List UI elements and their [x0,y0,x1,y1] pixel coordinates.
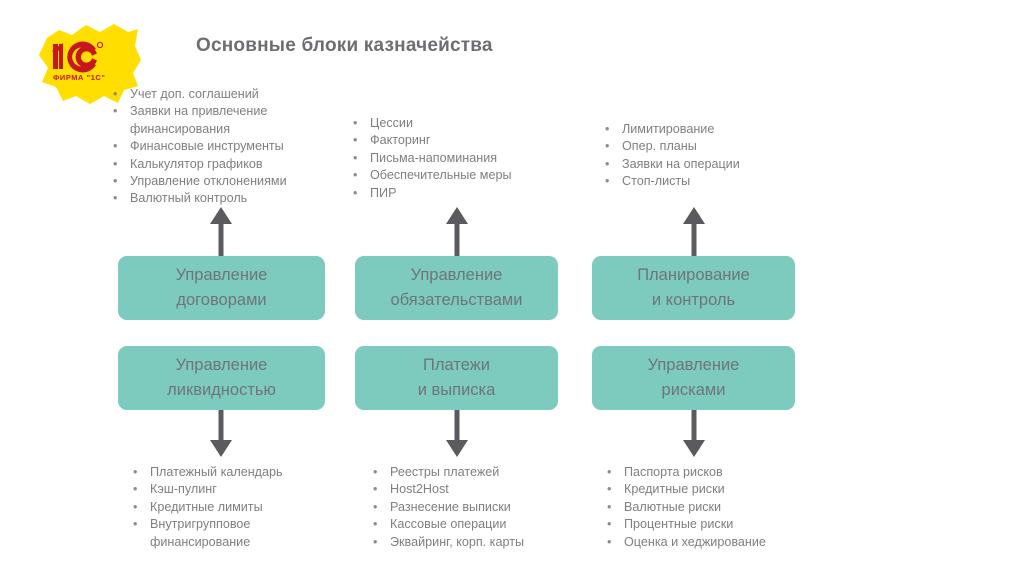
block-line-1: Управление [175,356,268,374]
bullet-dot: • [133,499,138,514]
bullet-dot: • [113,104,118,119]
arrow-up-contracts [208,207,234,259]
block-line-1: Управление [647,356,740,374]
block-line-1: Управление [175,266,268,284]
bullet-dot: • [373,465,378,479]
list-item: • Реестры платежей [368,464,613,481]
bullet-dot: • [353,133,358,148]
block-line-2: договорами [176,291,267,309]
arrow-down-risks [681,405,707,457]
bullet-dot: • [373,517,378,532]
list-item: • Host2Host [368,481,613,498]
list-item: • Кэш-пулинг [128,481,373,498]
list-item: • Валютные риски [602,499,862,516]
list-item: • Финансовые инструменты [108,138,348,155]
bullet-dot: • [113,191,118,206]
bullet-dot: • [607,517,612,532]
list-item: • Лимитирование [600,121,850,138]
bullet-dot: • [605,156,610,171]
block-obligation-management[interactable]: Управление обязательствами [355,256,558,320]
bullet-dot: • [607,482,612,497]
bullet-dot: • [113,156,118,171]
list-item: • Заявки на привлечение финансирования [113,104,268,136]
block-line-2: ликвидностью [167,381,276,399]
bullet-dot: • [353,116,358,130]
block-line-1: Управление [410,266,503,284]
top-bullets-obligations: • Цессии • Факторинг • Письма-напоминани… [348,115,588,202]
bullet-dot: • [605,139,610,154]
block-contract-management[interactable]: Управление договорами [118,256,325,320]
bullet-dot: • [113,87,118,101]
list-item: • Обеспечительные меры [348,167,588,184]
list-item: • Калькулятор графиков [108,156,348,173]
block-line-1: Планирование [637,266,750,284]
block-line-2: рисками [661,381,726,399]
list-item: • ПИР [348,185,588,202]
block-payments-and-statements[interactable]: Платежи и выписка [355,346,558,410]
list-item: • Факторинг [348,132,588,149]
arrow-up-obligations [444,207,470,259]
1c-logo: ФИРМА "1С" [34,16,146,108]
bullet-dot: • [373,499,378,514]
list-item: • Управление отклонениями [108,173,348,190]
bullet-dot: • [607,499,612,514]
bullet-dot: • [373,482,378,497]
arrow-up-planning [681,207,707,259]
block-line-2: обязательствами [390,291,523,309]
list-item: • Внутригрупповое финансирование [133,517,251,549]
list-item: • Разнесение выписки [368,499,613,516]
bullet-dot: • [607,465,612,479]
bullet-dot: • [605,122,610,136]
list-item: • Цессии [348,115,588,132]
list-item: • Учет доп. соглашений [108,86,348,103]
block-liquidity-management[interactable]: Управление ликвидностью [118,346,325,410]
list-item: • Процентные риски [602,516,862,533]
list-item: • Опер. планы [600,138,850,155]
block-risk-management[interactable]: Управление рисками [592,346,795,410]
list-item: • Платежный календарь [128,464,373,481]
bullet-dot: • [133,517,138,532]
list-item: • Письма-напоминания [348,150,588,167]
bullet-dot: • [113,139,118,154]
bottom-bullets-risks: • Паспорта рисков • Кредитные риски • Ва… [602,464,862,551]
list-item: • Стоп-листы [600,173,850,190]
top-bullets-planning: • Лимитирование • Опер. планы • Заявки н… [600,121,850,191]
arrow-down-liquidity [208,405,234,457]
top-bullets-contracts: • Учет доп. соглашений • Заявки на привл… [108,86,348,208]
bullet-dot: • [373,534,378,549]
block-planning-and-control[interactable]: Планирование и контроль [592,256,795,320]
list-item: • Валютный контроль [108,190,348,207]
block-line-2: и выписка [417,381,496,399]
block-line-2: и контроль [651,291,736,309]
bullet-dot: • [353,168,358,183]
bullet-dot: • [113,174,118,189]
list-item: • Кассовые операции [368,516,613,533]
svg-text:ФИРМА "1С": ФИРМА "1С" [53,73,105,82]
list-item: • Кредитные лимиты [128,499,373,516]
bullet-dot: • [353,150,358,165]
bottom-bullets-payments: • Реестры платежей • Host2Host • Разнесе… [368,464,613,551]
arrow-down-payments [444,405,470,457]
bottom-bullets-liquidity: • Платежный календарь • Кэш-пулинг • Кре… [128,464,373,551]
bullet-dot: • [605,174,610,189]
block-line-1: Платежи [423,356,490,374]
bullet-dot: • [607,534,612,549]
list-item: • Кредитные риски [602,481,862,498]
page-title: Основные блоки казначейства [196,35,493,56]
bullet-dot: • [133,465,138,479]
list-item: • Эквайринг, корп. карты [368,534,613,551]
bullet-dot: • [353,185,358,200]
list-item: • Заявки на операции [600,156,850,173]
list-item: • Паспорта рисков [602,464,862,481]
list-item: • Оценка и хеджирование [602,534,862,551]
bullet-dot: • [133,482,138,497]
